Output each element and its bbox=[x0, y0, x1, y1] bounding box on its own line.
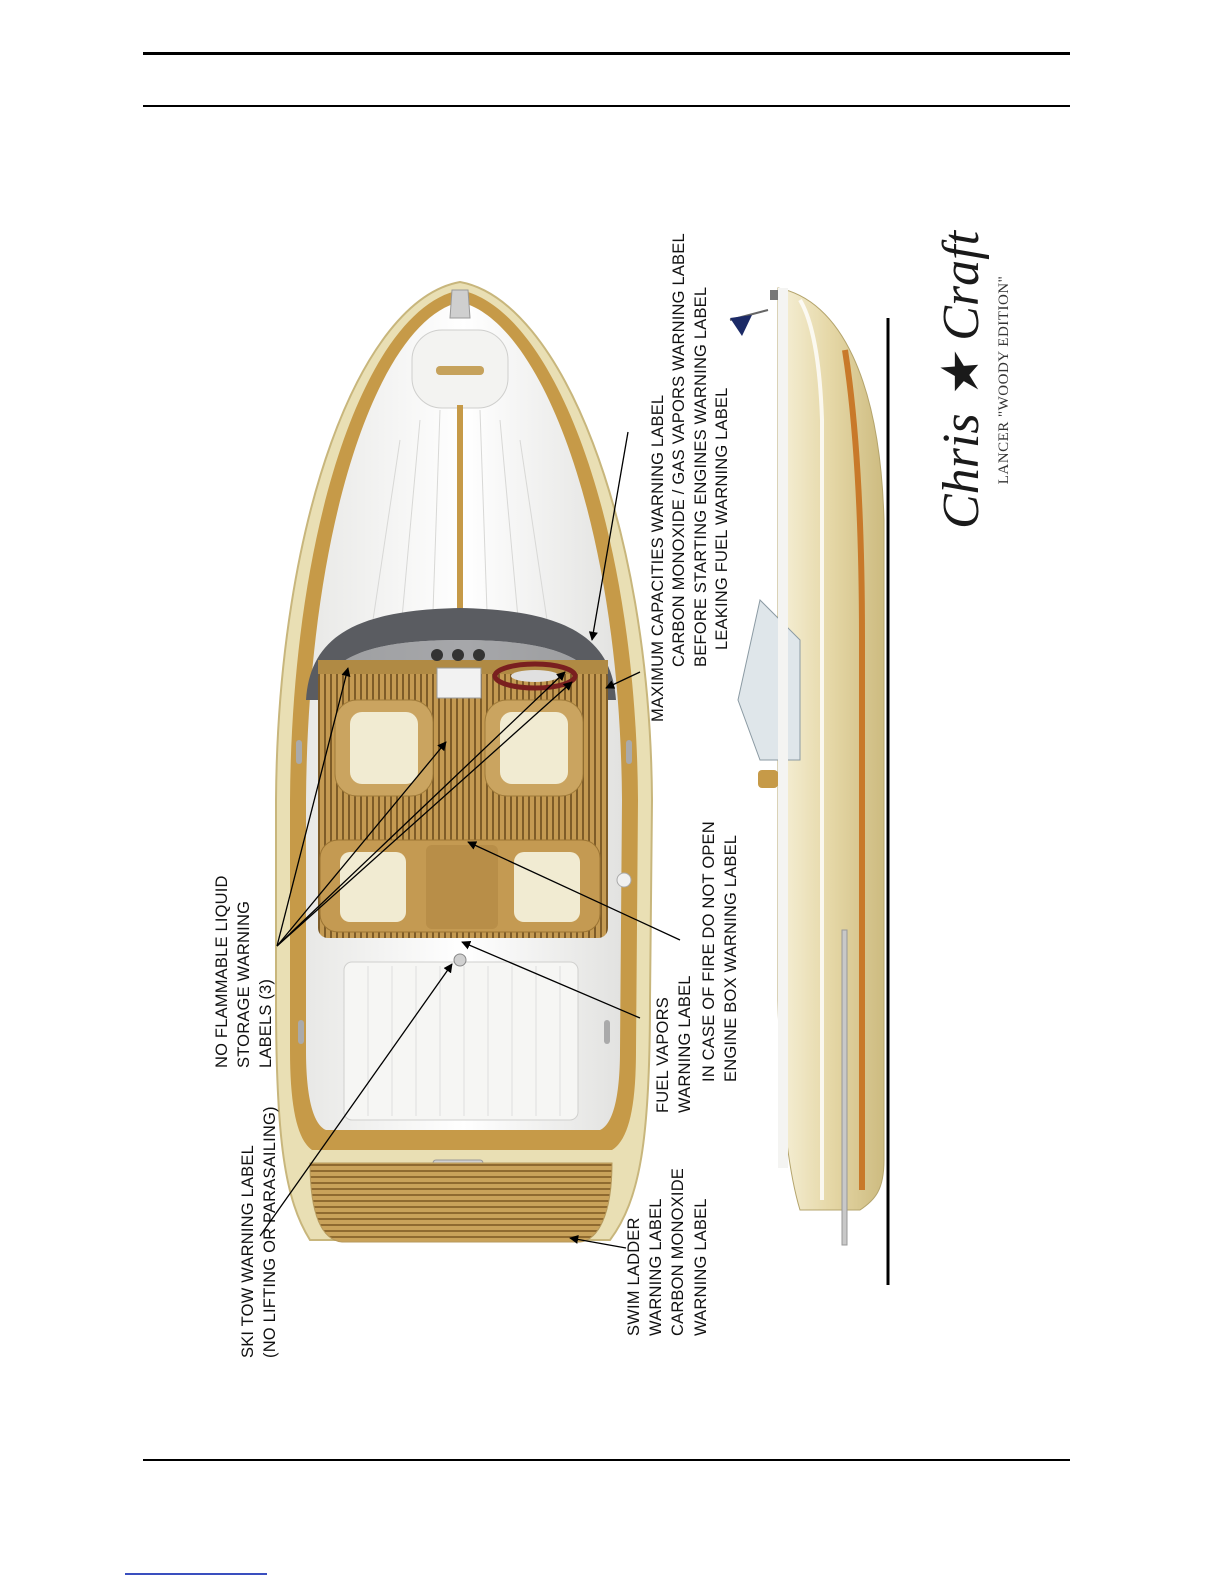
arrow-fire bbox=[467, 841, 681, 941]
arrow-leaking-fuel bbox=[605, 671, 641, 689]
callout-labels: MAXIMUM CAPACITIES WARNING LABEL CARBON … bbox=[213, 233, 740, 1358]
label-swim-1: SWIM LADDER bbox=[625, 1217, 643, 1336]
brand-logo: Chris ★ Craft bbox=[933, 229, 990, 529]
header-rule-bottom bbox=[143, 105, 1070, 107]
steering-wheel bbox=[492, 661, 578, 691]
label-max-capacities: MAXIMUM CAPACITIES WARNING LABEL bbox=[649, 395, 667, 722]
center-console bbox=[436, 667, 482, 699]
arrow-flammable-d bbox=[276, 741, 447, 947]
bow-cleat bbox=[449, 289, 471, 319]
label-swim-3: CARBON MONOXIDE bbox=[669, 1168, 687, 1336]
arrow-ski-tow bbox=[259, 963, 453, 1237]
swim-platform bbox=[309, 1162, 613, 1243]
bow-flag bbox=[730, 315, 752, 336]
label-flammable-1: NO FLAMMABLE LIQUID bbox=[213, 875, 231, 1068]
bow-planking bbox=[369, 409, 551, 641]
label-fuel-vapors-2: WARNING LABEL bbox=[676, 975, 694, 1113]
footer-link-underline bbox=[125, 1573, 267, 1575]
label-ski-tow-2: (NO LIFTING OR PARASAILING) bbox=[261, 1106, 279, 1358]
rub-rail bbox=[841, 929, 848, 1246]
hull-stripe bbox=[842, 349, 865, 1190]
arrow-fuel-vapors bbox=[461, 941, 641, 1019]
label-leaking-fuel: LEAKING FUEL WARNING LABEL bbox=[713, 387, 731, 650]
label-swim-2: WARNING LABEL bbox=[647, 1198, 665, 1336]
rear-bench bbox=[319, 839, 601, 933]
arrow-flammable-b bbox=[276, 671, 566, 947]
label-fuel-vapors-1: FUEL VAPORS bbox=[654, 997, 672, 1113]
label-ski-tow-1: SKI TOW WARNING LABEL bbox=[239, 1145, 257, 1358]
bow-badge bbox=[436, 366, 484, 375]
callout-arrows bbox=[259, 431, 681, 1249]
label-flammable-2: STORAGE WARNING bbox=[235, 901, 253, 1068]
arrow-flammable-c bbox=[276, 681, 573, 947]
arrow-max-capacities bbox=[588, 431, 629, 641]
label-fire-2: ENGINE BOX WARNING LABEL bbox=[722, 835, 740, 1082]
boat-side-view bbox=[729, 287, 890, 1285]
arrow-flammable-a bbox=[276, 667, 351, 947]
engine-hatch bbox=[343, 961, 579, 1121]
brand-block: Chris ★ Craft LANCER "WOODY EDITION" bbox=[933, 229, 1012, 529]
arrow-swim-ladder bbox=[569, 1234, 627, 1249]
label-before-starting: BEFORE STARTING ENGINES WARNING LABEL bbox=[692, 287, 710, 667]
windshield bbox=[306, 608, 616, 700]
brand-model: LANCER "WOODY EDITION" bbox=[996, 276, 1012, 485]
footer-rule bbox=[143, 1459, 1070, 1461]
boat-top-view bbox=[275, 280, 654, 1243]
label-swim-4: WARNING LABEL bbox=[692, 1198, 710, 1336]
label-flammable-3: LABELS (3) bbox=[257, 979, 275, 1068]
label-carbon-gas: CARBON MONOXIDE / GAS VAPORS WARNING LAB… bbox=[670, 233, 688, 667]
header-rule-top bbox=[143, 52, 1070, 55]
ski-tow-pylon bbox=[453, 953, 467, 967]
label-fire-1: IN CASE OF FIRE DO NOT OPEN bbox=[700, 821, 718, 1082]
bow-center-strip bbox=[457, 405, 463, 635]
